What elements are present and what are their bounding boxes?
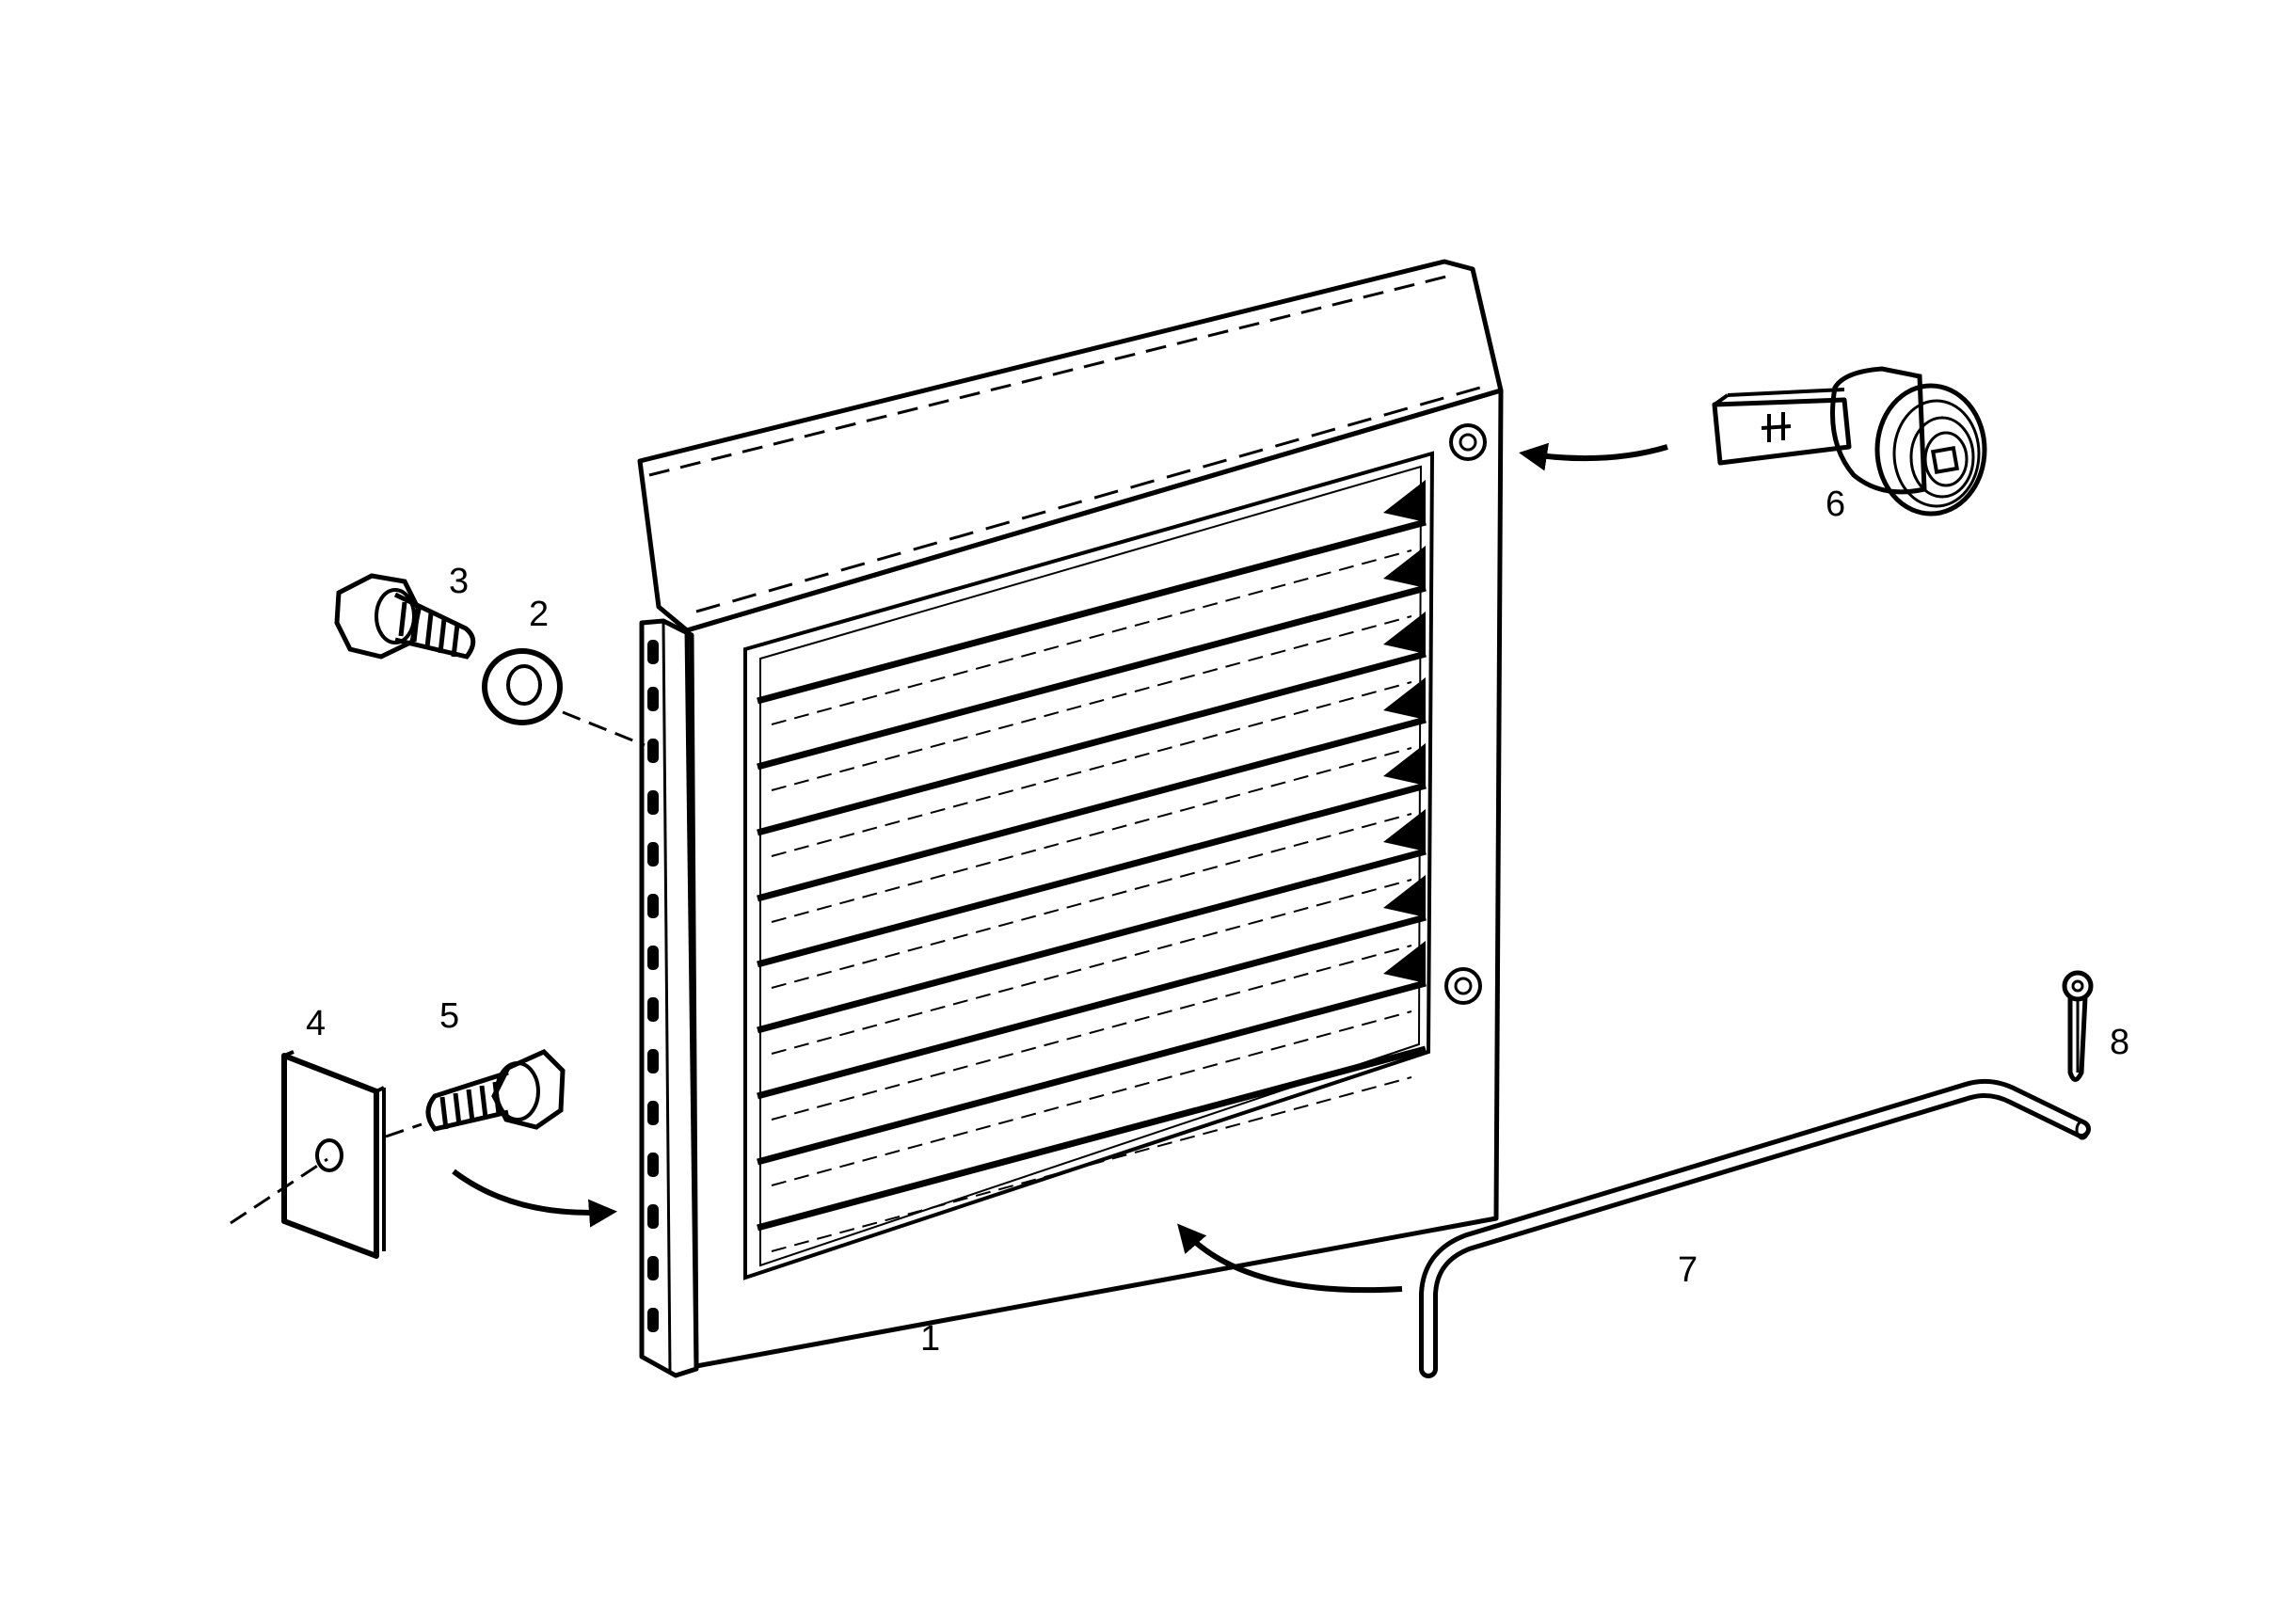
arrow-cam-lock [1519,442,1668,471]
hinge-strip [639,618,699,1378]
louver-blade [757,941,1427,1186]
callout-cotter-pin: 8 [2110,1023,2129,1062]
louver-blade [757,546,1427,791]
arrow-plate-bolt [452,1169,617,1228]
callout-hinge-rod: 7 [1678,1250,1698,1290]
plate-axis-dash-left [230,1157,328,1225]
callout-cam-lock: 6 [1826,485,1845,524]
louver-blades [757,480,1427,1252]
cam-lock [1712,366,1987,517]
callout-washer: 2 [529,595,549,634]
hinge-knuckles [647,640,659,1332]
bolt-thread [439,1081,502,1130]
plate-bolt [425,1049,566,1132]
washer [482,648,563,725]
callout-plate-bolt: 5 [439,996,459,1036]
cam-tab-marks [1761,412,1792,442]
louvered-panel [637,259,1504,1378]
callout-square-plate: 4 [306,1004,326,1043]
washer-axis-dash [562,710,646,747]
cotter-pin [2062,970,2094,1082]
louver-blade [757,677,1427,923]
louver-blade [757,612,1427,857]
panel-window [743,451,1435,1280]
hinge-rod [1419,1078,2091,1378]
louver-blade [757,743,1427,989]
square-plate [281,1050,386,1259]
callout-panel: 1 [920,1319,940,1359]
hinge-bolt [334,573,476,660]
bolt-thread [398,601,460,658]
panel-window-inset [759,465,1423,1267]
louver-blade [757,809,1427,1055]
panel-fold-dash [695,384,1488,613]
louver-blade [757,1045,1427,1252]
panel-top-bevel [637,259,1504,633]
louver-blade [757,875,1427,1121]
callout-hinge-bolt: 3 [449,562,469,601]
panel-bolt-upper [1449,423,1487,461]
arrow-hinge-rod [1177,1223,1403,1294]
panel-bolt-lower [1444,967,1482,1005]
panel-top-bevel-dash [648,273,1455,477]
plate-axis-dash-right [385,1122,423,1138]
louver-blade [757,480,1427,725]
